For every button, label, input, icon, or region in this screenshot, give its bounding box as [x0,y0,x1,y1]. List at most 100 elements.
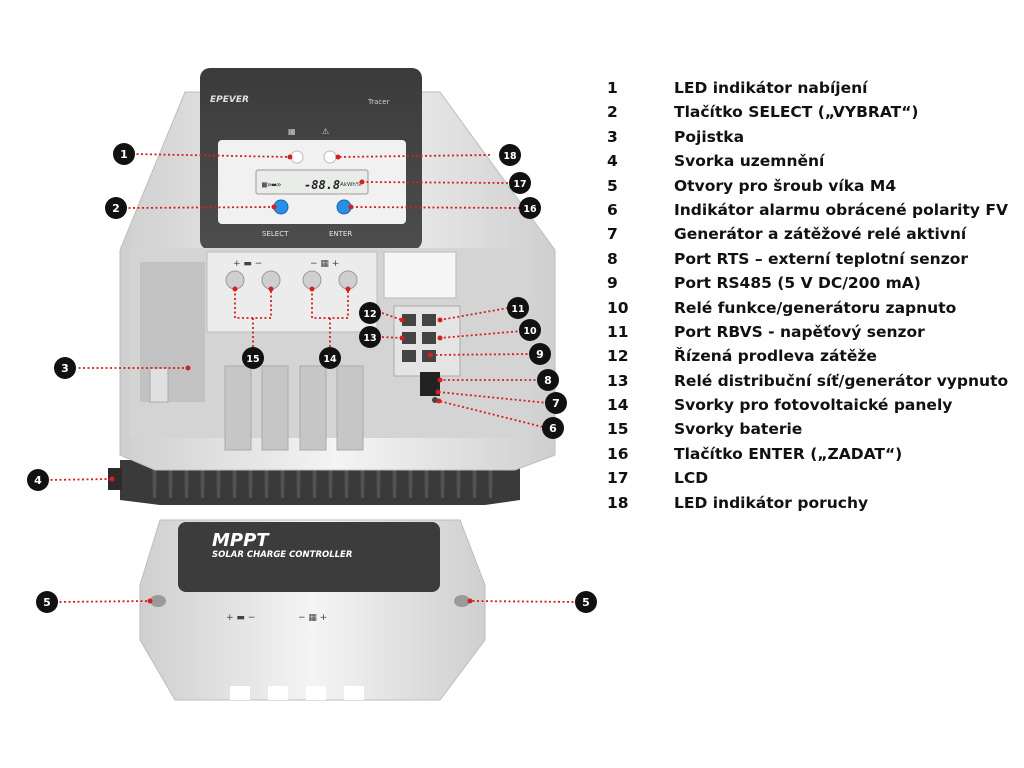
heatsink-fin [470,462,479,498]
legend-number: 2 [607,103,618,122]
heatsink-fin [246,462,255,498]
legend-text: Otvory pro šroub víka M4 [674,176,897,195]
legend-number: 15 [607,420,629,439]
callout-lines [45,153,579,603]
heatsink-fin [406,462,415,498]
legend-number: 14 [607,396,629,415]
legend-text: Tlačítko SELECT („VYBRAT“) [674,103,919,122]
heatsink-fin [326,462,335,498]
legend-text: Generátor a zátěžové relé aktivní [674,225,967,244]
legend-text: Řízená prodleva zátěže [674,347,877,366]
legend-item: 8 Port RTS – externí teplotní senzor [607,247,1017,271]
ground-terminal [108,468,122,490]
legend-number: 17 [607,469,629,488]
rs485-port [402,350,416,362]
legend-text: Pojistka [674,127,745,146]
callout-number-5: 5 [43,596,51,609]
legend-item: 10 Relé funkce/generátoru zapnuto [607,296,1017,320]
legend-number: 5 [607,176,618,195]
charging-led [290,150,304,164]
legend-item: 7 Generátor a zátěžové relé aktivní [607,222,1017,246]
cover-subtitle: SOLAR CHARGE CONTROLLER [212,550,352,560]
legend-number: 13 [607,371,629,390]
lcd-value: -88.8 [304,178,340,192]
battery-terminal-label: + ▬ − [233,259,262,269]
heatsink-fin [278,462,287,498]
heatsink-fin [422,462,431,498]
callout-number-5: 5 [582,596,590,609]
select-label: SELECT [262,230,289,238]
legend-item: 6 Indikátor alarmu obrácené polarity FV [607,198,1017,222]
heatsink-fin [214,462,223,498]
callout-number-16: 16 [523,204,537,215]
legend-text: Relé funkce/generátoru zapnuto [674,298,957,317]
legend-number: 12 [607,347,629,366]
callout-badge-circle [537,369,559,391]
legend-item: 1 LED indikátor nabíjení [607,76,1017,100]
legend-number: 8 [607,249,618,268]
legend-text: Indikátor alarmu obrácené polarity FV [674,200,1008,219]
enter-label: ENTER [329,230,352,238]
callout-badge-circle [499,144,521,166]
legend-item: 17 LCD [607,466,1017,490]
legend-number: 1 [607,79,618,97]
cover-pv-label: − ▦ + [298,613,327,623]
legend-number: 18 [607,493,629,512]
controller-cover: MPPT SOLAR CHARGE CONTROLLER + ▬ − − ▦ + [139,519,486,701]
heatsink-fin [486,462,495,498]
heatsink [120,460,520,505]
callout-number-11: 11 [511,304,524,315]
heatsink-fin [374,462,383,498]
legend-text: LED indikátor nabíjení [674,79,868,97]
legend-item: 12 Řízená prodleva zátěže [607,344,1017,368]
heatsink-fin [358,462,367,498]
callout-badge-circle [113,143,135,165]
wiring-label-sticker [383,251,457,299]
legend-number: 6 [607,200,618,219]
legend-number: 9 [607,274,618,293]
legend-text: Svorka uzemnění [674,152,825,171]
lcd-units: AkWh% [340,182,361,188]
model-label: Tracer [367,98,390,106]
callout-dots [109,154,473,604]
battery-terminal-negative [261,270,281,290]
legend-text: LCD [674,469,709,488]
legend-text: Port RTS – externí teplotní senzor [674,249,969,268]
polarity-alarm-indicator [432,397,438,403]
legend-item: 14 Svorky pro fotovoltaické panely [607,393,1017,417]
heatsink-fin [150,462,159,498]
cover-battery-label: + ▬ − [226,613,255,623]
callout-badge-circle [507,297,529,319]
brand-logo: EPEVER [210,95,249,105]
callout-badge-circle [319,347,341,369]
callout-badge-circle [359,302,381,324]
callout-number-7: 7 [552,397,560,410]
heatsink-fin [390,462,399,498]
battery-terminal-positive [225,270,245,290]
legend-item: 2 Tlačítko SELECT („VYBRAT“) [607,100,1017,124]
callout-badge-circle [105,197,127,219]
solar-icon: ▦ [288,127,296,136]
heatsink-fin [166,462,175,498]
pv-terminal-positive [338,270,358,290]
callout-number-18: 18 [503,151,517,162]
cover-screw-hole-left [150,595,166,607]
controller-body: EPEVER Tracer ▦ ⚠ ▦»▬» -88.8 AkWh% SELEC… [108,68,556,490]
callout-number-10: 10 [523,326,537,337]
legend-number: 7 [607,225,618,244]
legend-number: 11 [607,322,629,341]
callout-badge-circle [575,591,597,613]
callout-number-1: 1 [120,148,128,161]
callout-badge-circle [542,417,564,439]
fuse [149,367,169,403]
callout-number-17: 17 [513,179,526,190]
rts-port [420,372,440,396]
legend-text: Svorky pro fotovoltaické panely [674,396,953,415]
legend-number: 10 [607,298,629,317]
